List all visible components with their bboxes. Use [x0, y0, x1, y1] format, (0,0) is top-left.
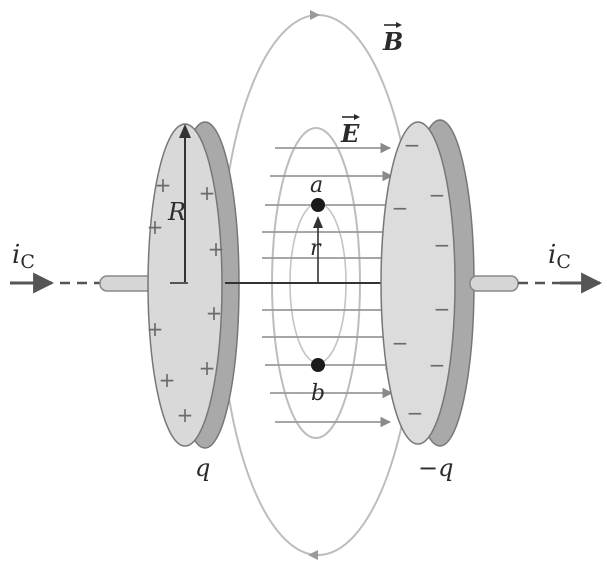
minus-sign: −: [429, 183, 446, 207]
point-b-label: b: [311, 381, 325, 406]
radius-arrow-head: [179, 124, 191, 138]
plus-sign: +: [159, 368, 176, 392]
minus-sign: −: [407, 401, 424, 425]
right-plate: [380, 121, 456, 445]
magnetic-field-vector-head: [396, 22, 402, 28]
point-a-label: a: [310, 173, 323, 198]
plus-sign: +: [147, 215, 164, 239]
plus-sign: +: [206, 301, 223, 325]
magnetic-field-arrow-top: [310, 10, 320, 20]
plus-signs: + + + + + + + + +: [147, 173, 225, 427]
plus-sign: +: [199, 356, 216, 380]
minus-sign: −: [429, 353, 446, 377]
electric-field-vector-head: [354, 114, 360, 120]
point-a: [311, 198, 325, 212]
plus-sign: +: [147, 317, 164, 341]
magnetic-field-arrow-bottom: [308, 550, 318, 560]
plus-sign: +: [177, 403, 194, 427]
plus-sign: +: [208, 237, 225, 261]
small-radius-arrow-head: [313, 216, 323, 228]
right-wire-rod: [469, 275, 519, 292]
current-left-label: iC: [12, 240, 35, 273]
negative-charge-label: −q: [418, 454, 453, 482]
minus-sign: −: [404, 133, 421, 157]
electric-field-lines: [262, 142, 399, 428]
current-right-label: iC: [548, 240, 571, 273]
positive-charge-label: q: [195, 454, 210, 482]
minus-sign: −: [392, 331, 409, 355]
minus-sign: −: [434, 297, 451, 321]
plus-sign: +: [199, 181, 216, 205]
minus-sign: −: [434, 233, 451, 257]
plate-radius-label: R: [167, 198, 186, 226]
minus-signs: − − − − − − − −: [392, 133, 451, 425]
magnetic-field-label: B: [382, 27, 403, 56]
electric-field-label: E: [340, 119, 360, 148]
point-b: [311, 358, 325, 372]
loop-radius-label: r: [310, 236, 322, 261]
minus-sign: −: [392, 196, 409, 220]
plus-sign: +: [155, 173, 172, 197]
